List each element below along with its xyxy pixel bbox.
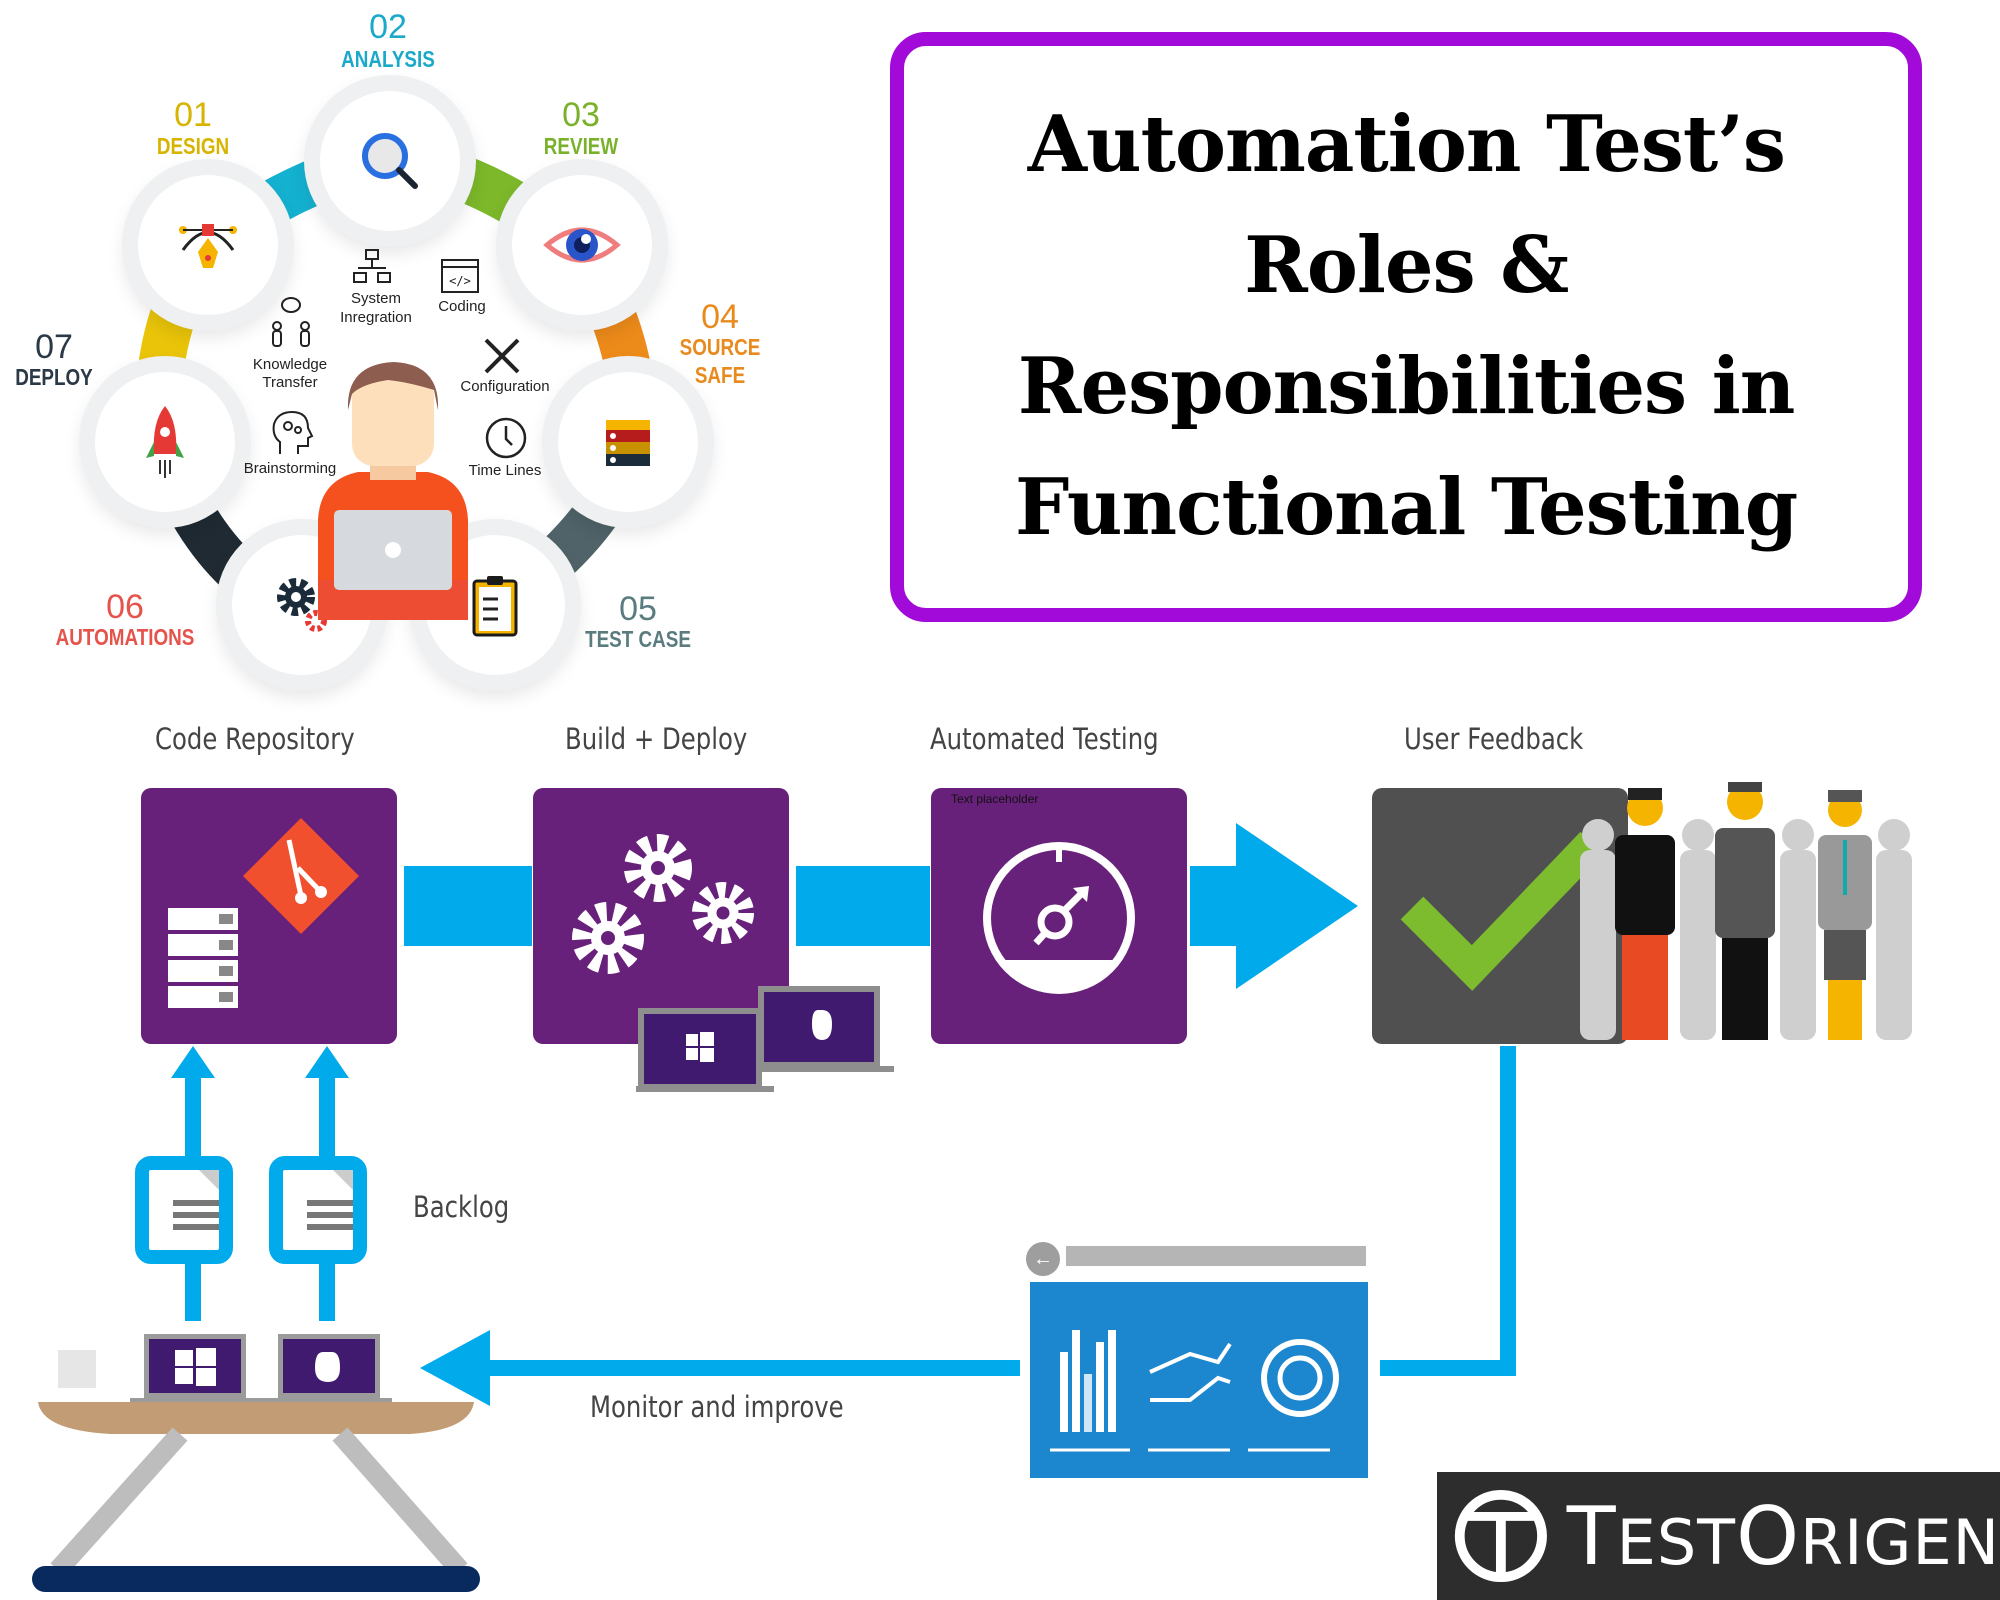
step-05-number: 05 xyxy=(619,590,657,628)
logo-letters-est: EST xyxy=(1616,1505,1737,1579)
step-05-label: TEST CASE xyxy=(585,626,691,652)
tester-avatar xyxy=(318,362,468,620)
step-02-label: ANALYSIS xyxy=(341,46,435,72)
title-line-1: Automation Test’s xyxy=(1027,99,1785,191)
gears-icon xyxy=(277,578,327,632)
step-04-label-line1: SOURCE xyxy=(679,334,761,360)
coding-label: Coding xyxy=(438,298,486,315)
step-01-label: DESIGN xyxy=(156,133,230,159)
people-talk-icon xyxy=(272,297,310,347)
step-03-number: 03 xyxy=(562,96,600,134)
developer-desk xyxy=(32,1334,480,1592)
network-icon xyxy=(353,249,391,283)
server-stack-icon xyxy=(606,420,650,466)
svg-text:</>: </> xyxy=(449,274,471,288)
git-repo-icon xyxy=(168,818,359,1008)
users-group-icon xyxy=(1580,782,1912,1040)
gears-icon xyxy=(572,834,754,974)
apple-icon xyxy=(315,1352,340,1382)
windows-icon xyxy=(686,1032,714,1062)
backlog-arrows xyxy=(171,1046,349,1321)
step-04-number: 04 xyxy=(701,298,739,336)
knowledge-transfer-label-2: Transfer xyxy=(262,374,318,391)
title-line-3: Responsibilities in xyxy=(1017,341,1795,432)
head-gears-icon xyxy=(272,410,314,454)
stage-label-user-feedback: User Feedback xyxy=(1404,722,1584,756)
tools-icon xyxy=(484,338,520,374)
step-07-label: DEPLOY xyxy=(15,364,93,390)
step-03-node xyxy=(512,175,652,315)
step-02-node xyxy=(320,91,460,231)
system-integration-label-1: System xyxy=(350,290,401,307)
arrow-left-icon xyxy=(420,1330,490,1406)
backlog-doc-1 xyxy=(135,1156,233,1264)
stage-box-build-deploy xyxy=(533,788,789,1044)
rocket-icon xyxy=(146,406,184,478)
checkmark-icon xyxy=(1400,831,1604,991)
eye-icon xyxy=(543,227,621,263)
stage-box-code-repository xyxy=(141,788,397,1044)
logo-letter-t: T xyxy=(1566,1489,1617,1583)
time-lines-label: Time Lines xyxy=(468,462,542,479)
step-03-label: REVIEW xyxy=(543,133,619,159)
step-06-label: AUTOMATIONS xyxy=(55,624,195,650)
windows-icon xyxy=(175,1348,216,1386)
step-01-node xyxy=(138,175,278,315)
knowledge-transfer-label-1: Knowledge xyxy=(252,356,328,373)
connector-monitor-left xyxy=(484,1360,1020,1376)
dashboard-window: ← xyxy=(1026,1238,1368,1478)
arrow-right-icon xyxy=(1190,823,1358,989)
document-icon xyxy=(173,1170,219,1230)
testorigen-logo[interactable]: TESTORIGEN xyxy=(1437,1472,2000,1600)
dashboard-panel xyxy=(1030,1282,1368,1478)
coffee-mug-icon xyxy=(58,1350,96,1388)
title-banner: Automation Test’s Roles & Responsibiliti… xyxy=(890,32,1922,622)
logo-letters-rigen: RIGEN xyxy=(1800,1505,2000,1579)
stage-label-code-repository: Code Repository xyxy=(155,722,355,756)
apple-icon xyxy=(812,1010,832,1040)
document-icon xyxy=(307,1170,353,1230)
step-02-number: 02 xyxy=(369,8,407,46)
stage-label-automated-testing: Automated Testing xyxy=(930,722,1159,756)
brainstorming-label: Brainstorming xyxy=(243,460,337,477)
connector-repo-build xyxy=(404,866,532,946)
text-placeholder: Text placeholder xyxy=(951,792,1039,806)
step-04-node xyxy=(558,372,698,512)
step-07-node xyxy=(95,372,235,512)
code-window-icon: </> xyxy=(441,259,479,293)
logo-letter-o: O xyxy=(1736,1489,1801,1583)
pen-tool-icon xyxy=(179,224,237,268)
logo-wordmark: TESTORIGEN xyxy=(1567,1490,2000,1583)
deploy-laptops xyxy=(636,986,894,1092)
step-01-number: 01 xyxy=(174,96,212,134)
step-07-number: 07 xyxy=(35,328,73,366)
step-04-label-line2: SAFE xyxy=(694,362,746,388)
connector-build-test xyxy=(796,866,930,946)
system-integration-label-2: Inregration xyxy=(340,309,412,326)
backlog-label: Backlog xyxy=(413,1190,510,1224)
magnifier-icon xyxy=(362,133,418,189)
monitor-improve-label: Monitor and improve xyxy=(590,1390,844,1424)
title-line-4: Functional Testing xyxy=(1014,461,1798,553)
connector-feedback-left xyxy=(1380,1360,1516,1376)
analytics-charts-icon xyxy=(1050,1330,1339,1452)
clipboard-icon xyxy=(472,576,518,637)
title-line-2: Roles & xyxy=(1244,220,1569,312)
step-06-number: 06 xyxy=(106,588,144,626)
clock-icon xyxy=(485,417,527,459)
backlog-doc-2 xyxy=(269,1156,367,1264)
sdlc-cycle-infographic: 02 ANALYSIS 01 DESIGN 03 REVIEW 04 SOURC… xyxy=(0,0,760,700)
testorigen-logo-icon xyxy=(1454,1489,1547,1583)
configuration-label: Configuration xyxy=(460,378,550,395)
back-button-icon[interactable]: ← xyxy=(1026,1242,1060,1276)
connector-feedback-down xyxy=(1500,1046,1516,1376)
address-bar xyxy=(1066,1246,1366,1266)
stage-box-automated-testing: Text placeholder xyxy=(931,788,1187,1044)
speedometer-icon xyxy=(983,842,1135,994)
stage-label-build-deploy: Build + Deploy xyxy=(565,722,748,756)
